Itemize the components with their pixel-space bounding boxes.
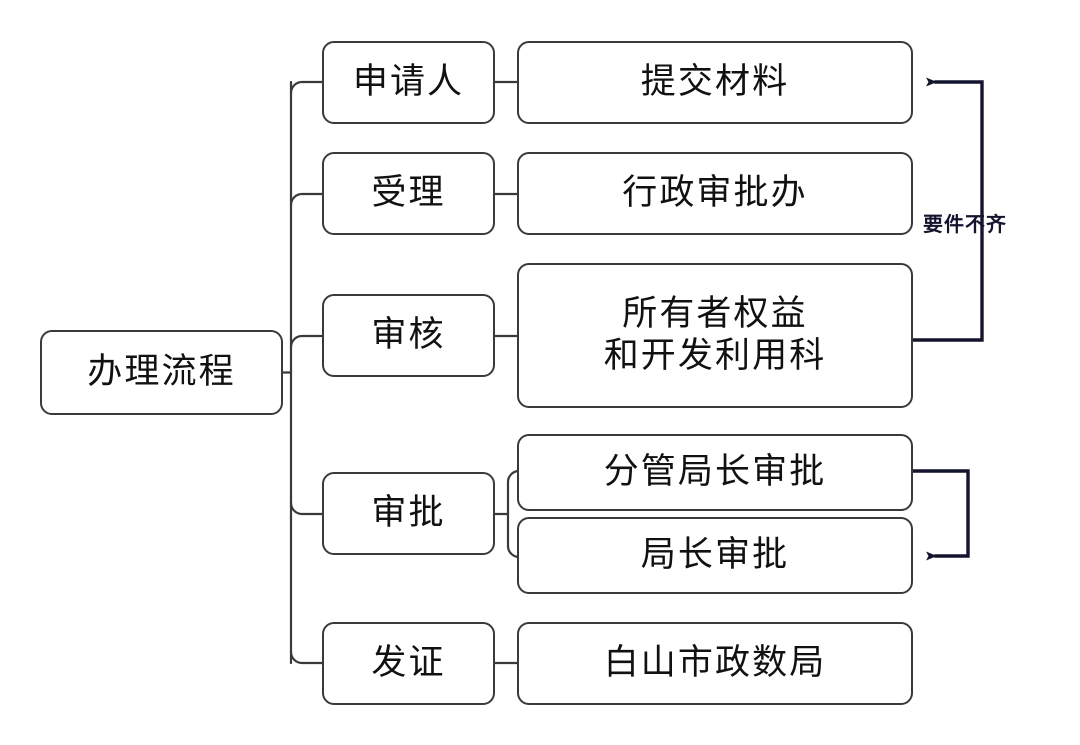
node-stage-issue-certificate-label: 发证 xyxy=(371,642,446,683)
node-stage-applicant-label: 申请人 xyxy=(352,61,465,102)
node-detail-director-approval[interactable]: 局长审批 xyxy=(517,517,913,594)
node-detail-director-approval-label: 局长审批 xyxy=(640,534,790,575)
node-stage-approval-label: 审批 xyxy=(371,492,446,533)
feedback-arrow-deputy-to-director xyxy=(911,469,970,561)
node-stage-review-label: 审核 xyxy=(371,314,446,355)
node-root[interactable]: 办理流程 xyxy=(40,330,283,415)
node-detail-admin-approval-office-label: 行政审批办 xyxy=(622,172,808,213)
node-stage-acceptance-label: 受理 xyxy=(371,172,446,213)
node-detail-owner-rights-division[interactable]: 所有者权益 和开发利用科 xyxy=(517,263,913,408)
node-root-label: 办理流程 xyxy=(87,351,236,392)
node-detail-baishan-gov-data-bureau[interactable]: 白山市政数局 xyxy=(517,622,913,705)
node-stage-review[interactable]: 审核 xyxy=(322,294,495,377)
connector-root-trunk xyxy=(281,80,324,665)
annotation-incomplete-documents: 要件不齐 xyxy=(923,212,1007,236)
node-stage-acceptance[interactable]: 受理 xyxy=(322,152,495,235)
node-stage-approval[interactable]: 审批 xyxy=(322,472,495,555)
node-stage-applicant[interactable]: 申请人 xyxy=(322,41,495,124)
connector-stage-detail xyxy=(493,80,521,665)
node-detail-deputy-director-approval[interactable]: 分管局长审批 xyxy=(517,434,913,511)
node-detail-deputy-director-approval-label: 分管局长审批 xyxy=(603,451,827,492)
node-detail-submit-materials-label: 提交材料 xyxy=(640,61,790,102)
node-detail-baishan-gov-data-bureau-label: 白山市政数局 xyxy=(603,642,827,683)
node-detail-submit-materials[interactable]: 提交材料 xyxy=(517,41,913,124)
node-detail-admin-approval-office[interactable]: 行政审批办 xyxy=(517,152,913,235)
node-detail-owner-rights-division-label: 所有者权益 和开发利用科 xyxy=(603,294,827,376)
node-stage-issue-certificate[interactable]: 发证 xyxy=(322,622,495,705)
